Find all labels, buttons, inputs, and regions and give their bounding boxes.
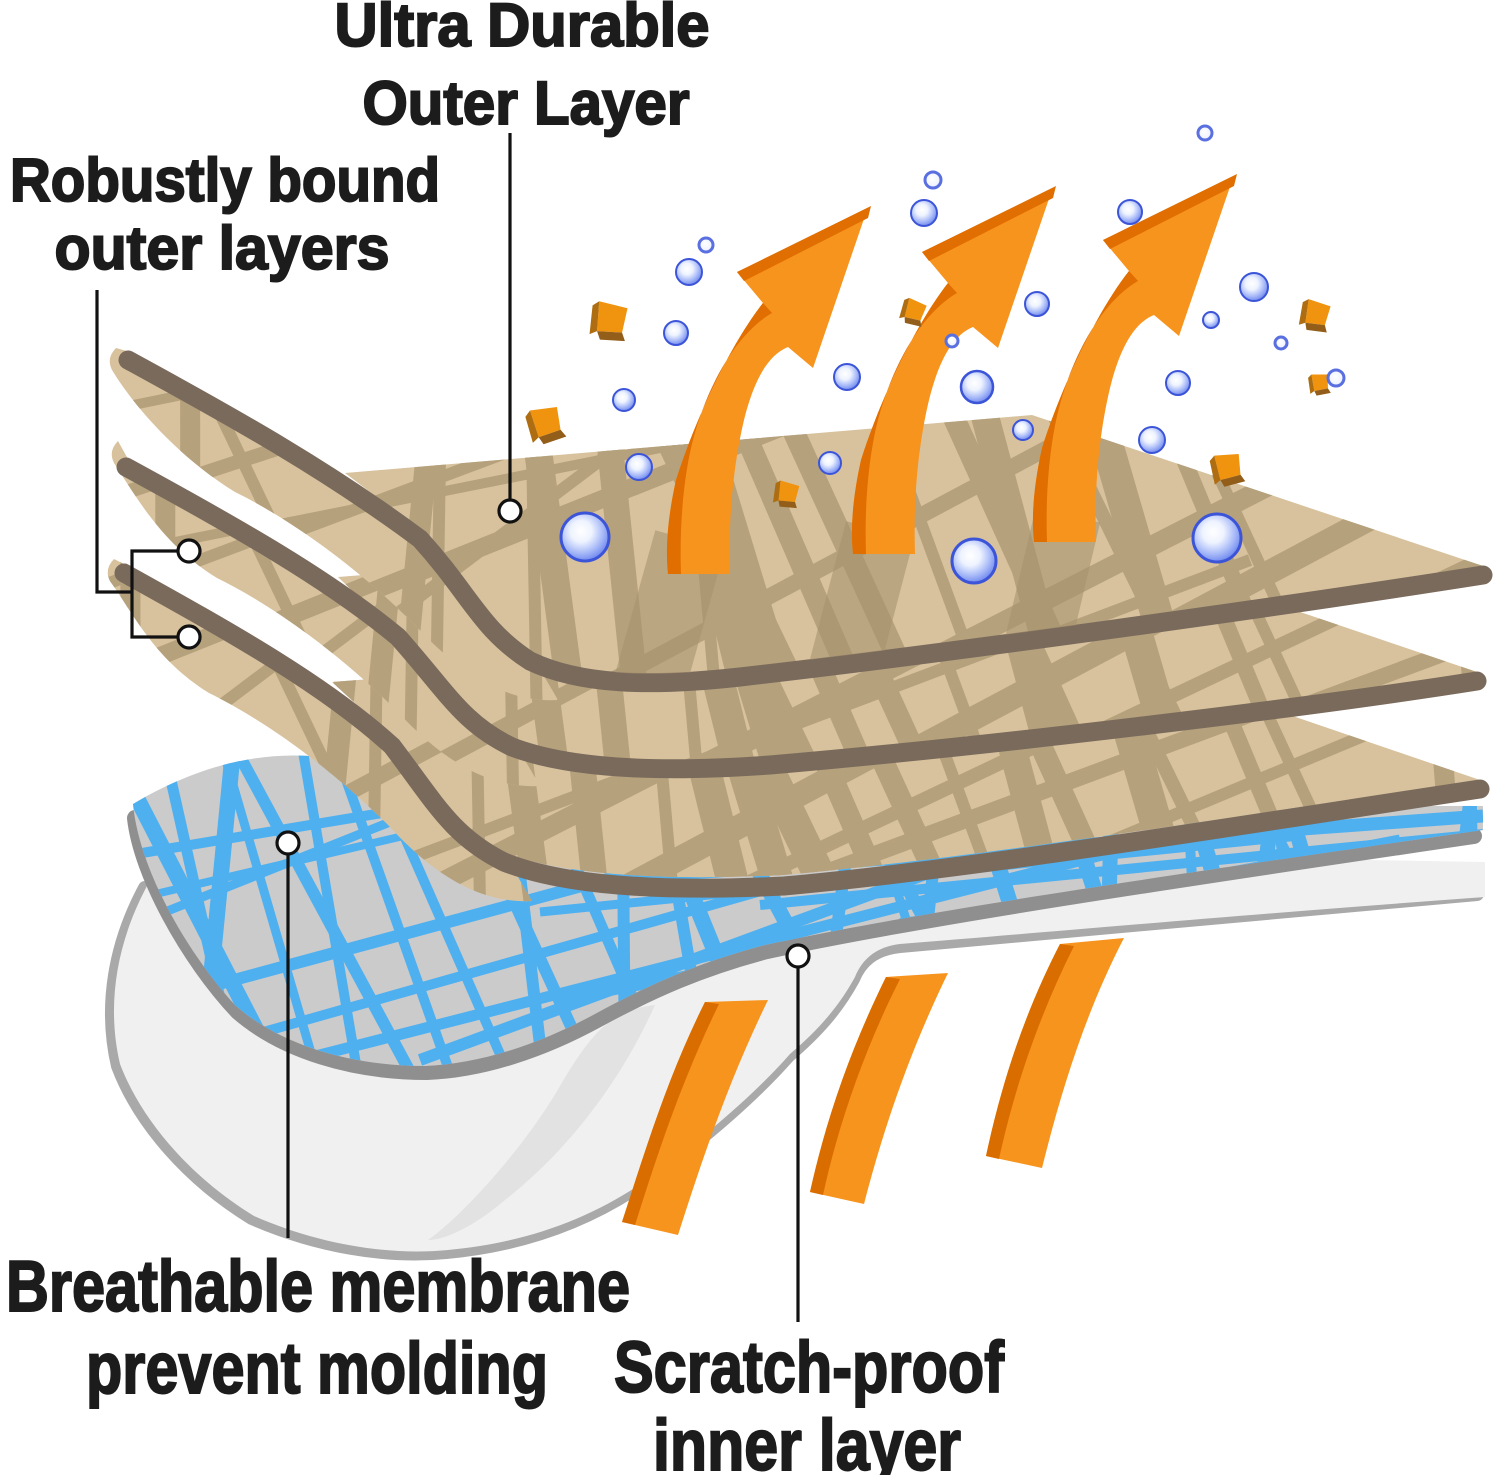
svg-text:Robustly bound: Robustly bound [10, 146, 440, 214]
svg-text:Breathable membrane: Breathable membrane [6, 1247, 630, 1327]
svg-text:prevent molding: prevent molding [86, 1329, 548, 1409]
svg-text:Scratch-proof: Scratch-proof [614, 1328, 1005, 1408]
svg-text:inner layer: inner layer [653, 1406, 961, 1475]
svg-text:Outer Layer: Outer Layer [363, 69, 690, 137]
svg-text:Ultra Durable: Ultra Durable [335, 0, 710, 59]
svg-text:outer layers: outer layers [55, 214, 390, 282]
